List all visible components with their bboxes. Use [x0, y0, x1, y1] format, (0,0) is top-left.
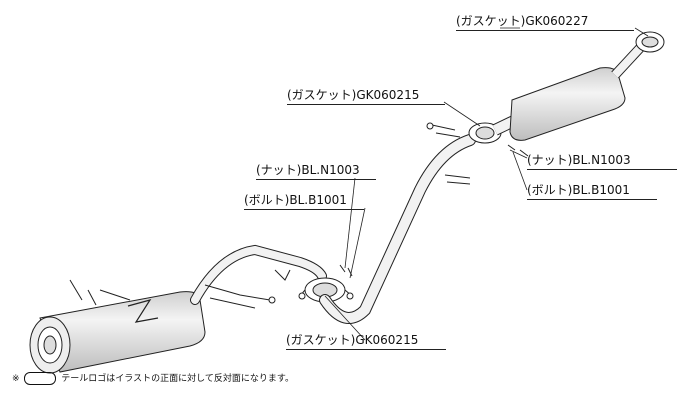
front-flange	[298, 264, 354, 303]
main-muffler	[29, 279, 206, 374]
callout-bolt-left: (ボルト)BL.B1001	[244, 193, 347, 207]
callout-nut-right: (ナット)BL.N1003	[527, 153, 631, 167]
callout-underline	[527, 199, 657, 200]
callout-underline	[286, 349, 446, 350]
callout-underline	[287, 104, 445, 105]
note-mark: ※	[12, 374, 20, 384]
center-pipe	[190, 244, 327, 309]
callout-gasket-tail: (ガスケット)GK060227	[456, 14, 589, 28]
callout-gasket-front: (ガスケット)GK060215	[286, 333, 419, 347]
front-pipe	[319, 134, 476, 324]
callout-underline	[244, 209, 364, 210]
callout-underline	[256, 179, 376, 180]
note-text: テールロゴはイラストの正面に対して反対面になります。	[61, 374, 294, 384]
brand-logo-icon	[24, 372, 57, 385]
callout-underline	[527, 169, 677, 170]
callout-underline	[456, 30, 634, 31]
footnote: ※ テールロゴはイラストの正面に対して反対面になります。	[12, 372, 294, 385]
callout-gasket-mid: (ガスケット)GK060215	[287, 88, 420, 102]
middle-flange	[426, 122, 529, 157]
callout-nut-left: (ナット)BL.N1003	[256, 163, 360, 177]
callout-bolt-right: (ボルト)BL.B1001	[527, 183, 630, 197]
leader-lines	[324, 27, 649, 341]
sub-muffler	[492, 31, 665, 141]
